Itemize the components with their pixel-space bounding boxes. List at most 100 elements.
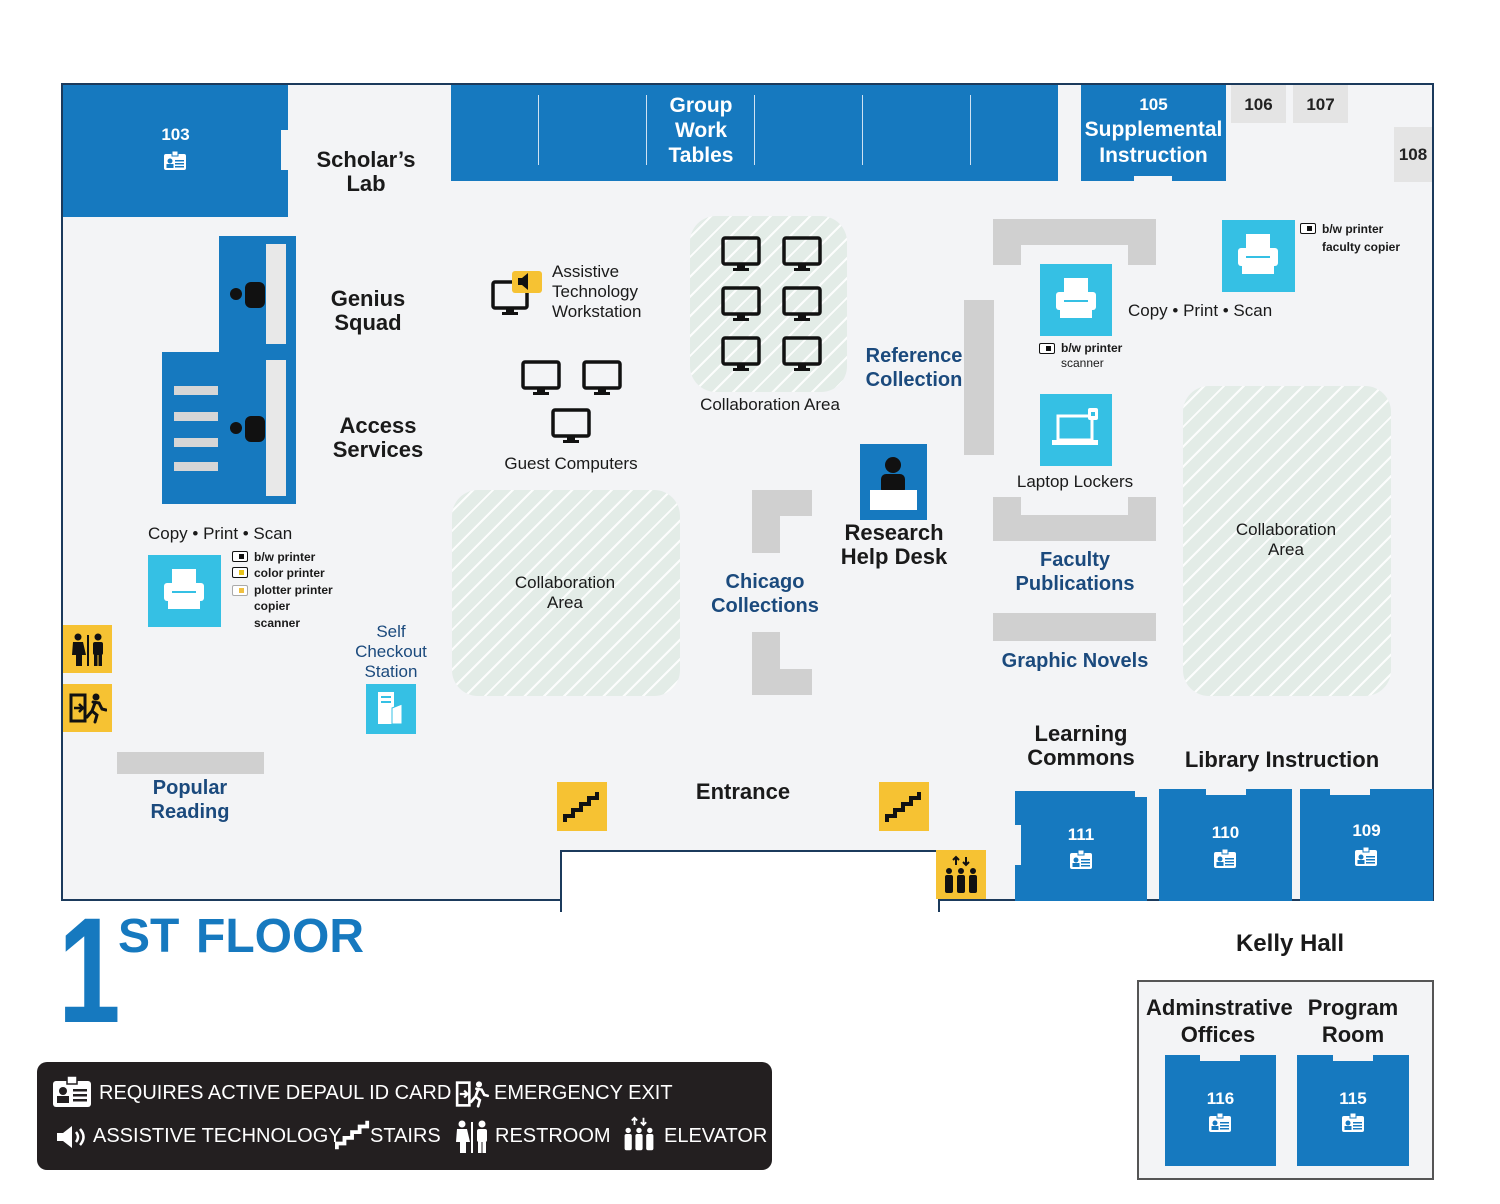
room-108[interactable]: 108 [1394, 127, 1432, 182]
computer-icon[interactable] [721, 336, 761, 372]
room-111-number: 111 [1067, 825, 1095, 844]
computer-icon[interactable] [782, 286, 822, 322]
entrance-label: Entrance [695, 779, 791, 804]
genius-squad-label: Genius Squad [330, 286, 406, 335]
assistive-tech-label: Assistive Technology Workstation [552, 262, 642, 321]
legend-emergency-exit: EMERGENCY EXIT [494, 1082, 673, 1104]
room-107[interactable]: 107 [1293, 85, 1348, 123]
graphic-novels-label: Graphic Novels [1001, 650, 1149, 672]
id-card-icon [163, 151, 187, 171]
staff-person-icon [870, 457, 917, 510]
research-help-desk[interactable] [860, 444, 927, 520]
room-111[interactable]: 111 [1015, 791, 1147, 901]
id-card-icon [1208, 1113, 1232, 1133]
collaboration-area-left[interactable] [452, 490, 680, 696]
room-116[interactable]: 116 [1165, 1055, 1276, 1166]
shelf [117, 752, 264, 774]
computer-icon[interactable] [551, 408, 591, 444]
emergency-exit-icon[interactable] [63, 684, 112, 732]
printer-station-left[interactable] [148, 555, 221, 627]
floor-number: 1 [58, 886, 121, 1054]
room-105-name: Supplemental Instruction [1084, 118, 1223, 167]
device-right-0: b/w printer [1322, 222, 1384, 236]
restroom-icon [453, 1119, 491, 1155]
reference-collection-label: Reference Collection [865, 345, 963, 391]
device-left-4: scanner [254, 616, 301, 630]
collaboration-area-top[interactable] [690, 216, 847, 392]
entrance-notch [560, 850, 940, 912]
scholars-lab-label: Scholar’s Lab [316, 147, 416, 196]
computer-icon[interactable] [782, 336, 822, 372]
stairs-icon[interactable] [879, 782, 929, 831]
room-106-number: 106 [1244, 95, 1273, 114]
room-106[interactable]: 106 [1231, 85, 1286, 123]
staff-person-icon [229, 280, 267, 310]
restroom-icon[interactable] [63, 625, 112, 673]
legend-stairs: STAIRS [370, 1125, 441, 1147]
room-115[interactable]: 115 [1297, 1055, 1409, 1166]
assistive-technology-icon [55, 1124, 89, 1150]
guest-computers-label: Guest Computers [504, 454, 638, 473]
shelf [1128, 219, 1156, 265]
computer-icon[interactable] [582, 360, 622, 396]
elevator-icon [621, 1114, 657, 1154]
self-checkout-label: Self Checkout Station [355, 622, 427, 681]
collaboration-area-right[interactable] [1183, 386, 1391, 696]
laptop-lockers-label: Laptop Lockers [1016, 472, 1134, 491]
room-116-number: 116 [1206, 1089, 1235, 1108]
copy-print-scan-left-label: Copy • Print • Scan [148, 524, 293, 543]
legend-elevator: ELEVATOR [664, 1125, 768, 1147]
checkout-icon [378, 692, 403, 725]
research-help-desk-label: Research Help Desk [840, 520, 948, 569]
shelf [993, 219, 1021, 265]
printer-key-icon [1039, 343, 1055, 354]
device-right-1: faculty copier [1322, 240, 1401, 254]
id-card-icon [51, 1076, 93, 1108]
elevator-icon[interactable] [936, 850, 986, 899]
popular-reading-label: Popular Reading [150, 777, 230, 823]
genius-squad-desk[interactable] [219, 236, 296, 352]
assistive-technology-icon[interactable] [490, 270, 546, 316]
faculty-publications-label: Faculty Publications [1015, 549, 1135, 595]
shelf [993, 613, 1156, 641]
printer-icon [164, 569, 204, 609]
stairs-icon[interactable] [557, 782, 607, 831]
laptop-icon [1052, 408, 1098, 445]
group-work-tables[interactable]: Group Work Tables [451, 85, 1058, 181]
library-instruction-label: Library Instruction [1184, 747, 1380, 772]
shelf [993, 515, 1156, 541]
room-103[interactable]: 103 [63, 85, 288, 217]
laptop-lockers[interactable] [1040, 394, 1112, 466]
printer-station-right[interactable] [1222, 220, 1295, 292]
printer-key-icon [1300, 223, 1316, 234]
legend-assistive: ASSISTIVE TECHNOLOGY [93, 1125, 342, 1147]
program-room-label: Program Room [1307, 995, 1399, 1047]
shelf [964, 300, 994, 455]
computer-icon[interactable] [721, 286, 761, 322]
emergency-exit-icon [454, 1080, 490, 1108]
room-110[interactable]: 110 [1159, 789, 1292, 901]
room-105[interactable]: 105 Supplemental Instruction [1081, 85, 1226, 181]
room-110-number: 110 [1211, 823, 1240, 842]
legend-restroom: RESTROOM [495, 1125, 611, 1147]
staff-person-icon [229, 414, 267, 444]
printer-station-center[interactable] [1040, 264, 1112, 336]
computer-icon[interactable] [782, 236, 822, 272]
device-center-1: scanner [1061, 356, 1104, 370]
self-checkout-station[interactable] [366, 684, 416, 734]
legend-id-card: REQUIRES ACTIVE DEPAUL ID CARD [99, 1082, 452, 1104]
access-services-desk[interactable] [162, 352, 296, 504]
legend: REQUIRES ACTIVE DEPAUL ID CARD EMERGENCY… [37, 1062, 772, 1170]
shelf [752, 490, 780, 553]
room-109-number: 109 [1352, 821, 1381, 840]
room-107-number: 107 [1306, 95, 1335, 114]
computer-icon[interactable] [721, 236, 761, 272]
learning-commons-label: Learning Commons [1027, 721, 1135, 770]
device-left-3: copier [254, 599, 291, 613]
color-printer-key-icon [232, 567, 248, 578]
stairs-icon [335, 1118, 371, 1152]
computer-icon[interactable] [521, 360, 561, 396]
id-card-icon [1341, 1113, 1365, 1133]
id-card-icon [1069, 850, 1093, 870]
room-109[interactable]: 109 [1300, 789, 1433, 901]
